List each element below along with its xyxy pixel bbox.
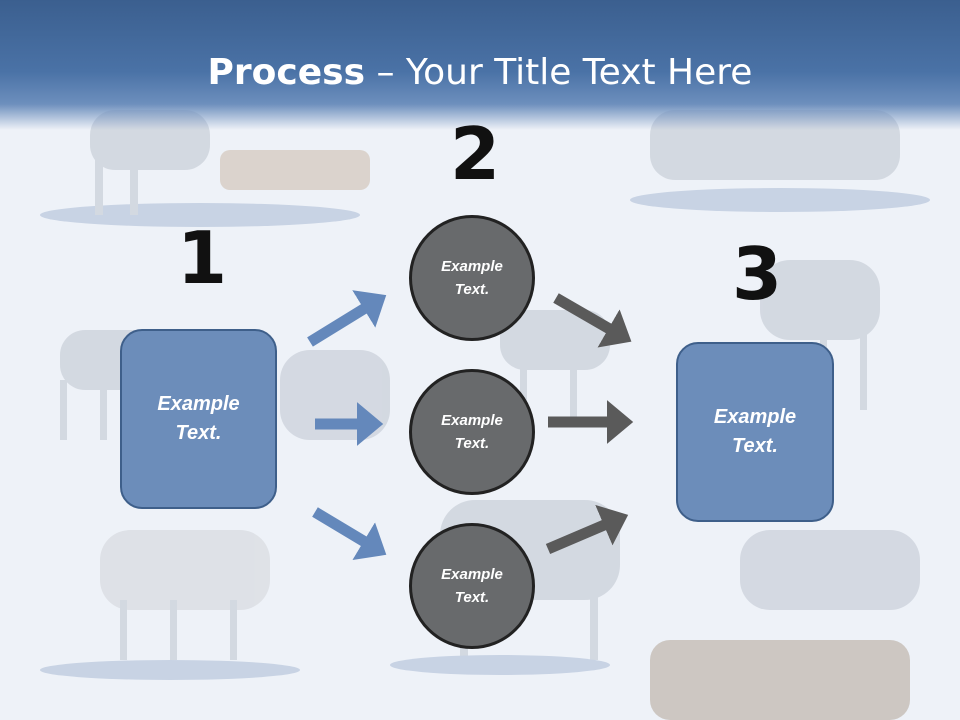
step-number-2: 2 xyxy=(450,112,501,196)
title-bold-word: Process xyxy=(207,52,366,93)
arrow-1-to-circle-3 xyxy=(312,507,387,561)
step-3-box[interactable]: Example Text. xyxy=(676,342,834,522)
slide-title: Process – Your Title Text Here xyxy=(0,52,960,93)
step-2-circle-3[interactable]: Example Text. xyxy=(409,523,535,649)
step-2-circle-1[interactable]: Example Text. xyxy=(409,215,535,341)
step-number-1: 1 xyxy=(177,216,228,300)
arrow-circle-3-to-3 xyxy=(545,504,629,555)
arrow-1-to-circle-1 xyxy=(307,290,387,347)
title-banner xyxy=(0,0,960,130)
step-number-3: 3 xyxy=(732,232,783,316)
title-rest: – Your Title Text Here xyxy=(365,52,753,93)
step-2-circle-2[interactable]: Example Text. xyxy=(409,369,535,495)
step-1-box[interactable]: Example Text. xyxy=(120,329,277,509)
arrow-circle-1-to-3 xyxy=(553,293,632,348)
